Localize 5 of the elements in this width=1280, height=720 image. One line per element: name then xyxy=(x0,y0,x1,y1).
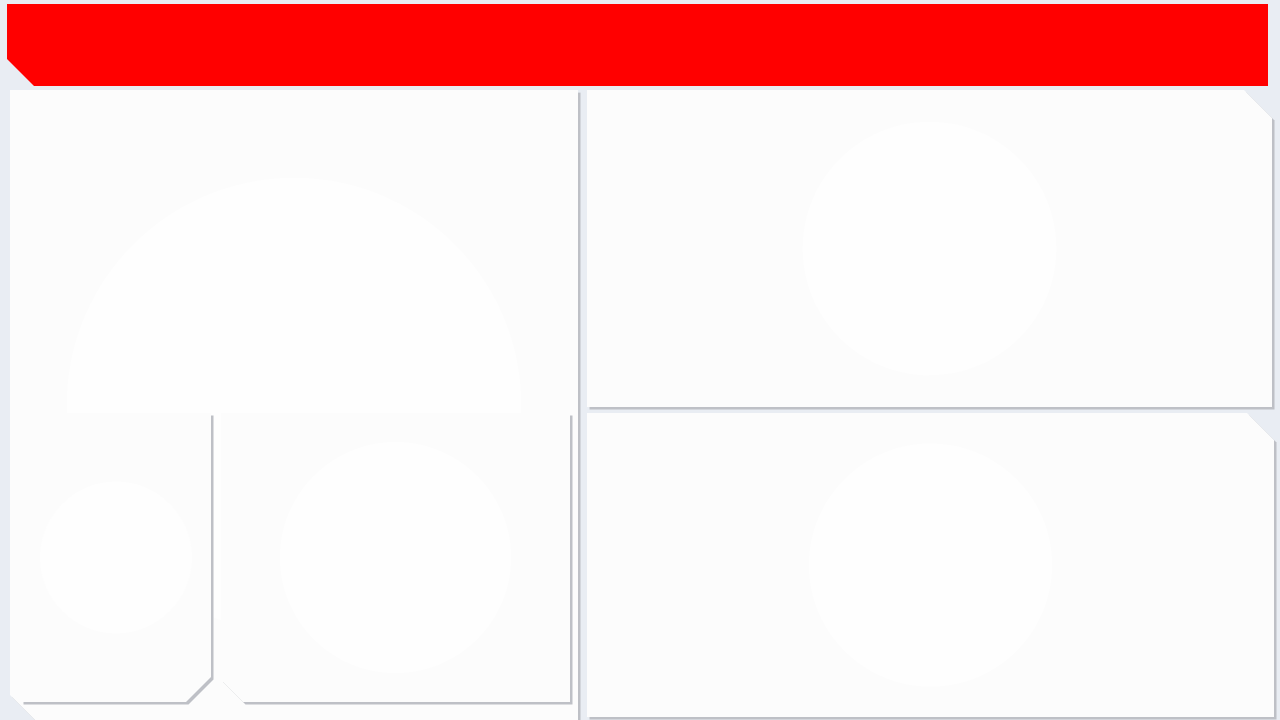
panel xyxy=(221,413,573,705)
header-bar xyxy=(7,4,1268,86)
panel xyxy=(587,413,1277,720)
panel xyxy=(21,413,214,705)
panel xyxy=(587,90,1275,410)
